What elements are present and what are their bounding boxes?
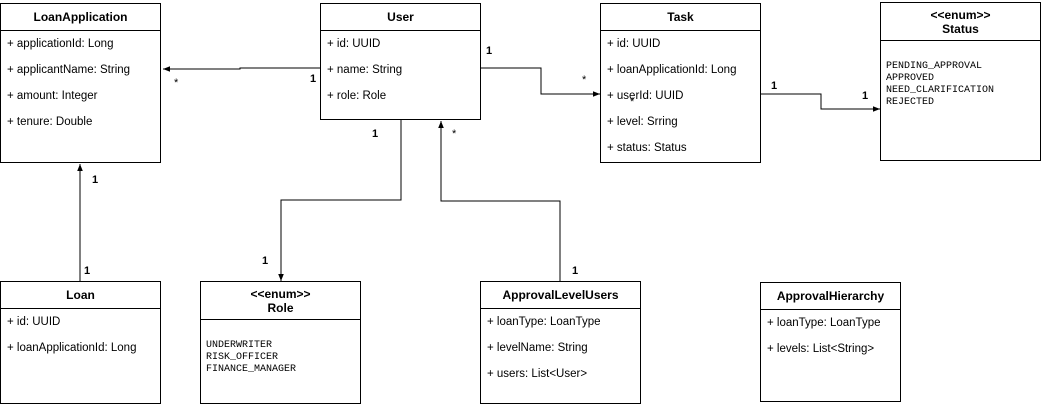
class-loan-attributes: + id: UUID + loanApplicationId: Long [1,309,160,361]
attribute: + id: UUID [607,38,661,50]
class-approvalhierarchy-title: ApprovalHierarchy [776,289,885,303]
class-user-header: User [321,4,480,31]
enum-value: PENDING_APPROVAL [886,61,983,72]
multiplicity-label: 1 [771,80,778,92]
class-user[interactable]: User + id: UUID + name: String + role: R… [320,3,481,120]
enum-value: APPROVED [886,73,935,84]
class-approvallevelusers-attributes: + loanType: LoanType + levelName: String… [481,309,640,387]
class-approvallevelusers[interactable]: ApprovalLevelUsers + loanType: LoanType … [480,281,641,404]
enum-role-values: UNDERWRITER RISK_OFFICER FINANCE_MANAGER [201,320,360,376]
class-approvalhierarchy-header: ApprovalHierarchy [761,283,900,310]
attribute: + levels: List<String> [767,343,875,355]
enum-role-stereotype: <<enum>> [250,286,311,301]
enum-status-header: <<enum>> Status [881,3,1040,41]
class-loan-title: Loan [66,288,95,302]
attribute: + levelName: String [487,342,588,354]
assoc-user-task [480,67,600,97]
multiplicity-label: 1 [84,265,91,277]
attribute: + userId: UUID [607,90,684,102]
attribute: + status: Status [607,142,687,154]
class-loanapplication-title: LoanApplication [33,10,128,24]
attribute: + id: UUID [7,316,61,328]
multiplicity-label: 1 [862,90,869,102]
attribute: + role: Role [327,90,387,102]
attribute: + id: UUID [327,38,381,50]
multiplicity-label: 1 [310,73,317,85]
class-loanapplication[interactable]: LoanApplication + applicationId: Long + … [0,3,161,163]
assoc-task-status [760,93,880,112]
enum-value: RISK_OFFICER [206,352,279,363]
class-loanapplication-header: LoanApplication [1,4,160,31]
class-task-attributes: + id: UUID + loanApplicationId: Long + u… [601,31,760,161]
attribute: + loanApplicationId: Long [7,342,137,354]
multiplicity-label: 1 [372,128,379,140]
enum-value: UNDERWRITER [206,340,273,351]
enum-value: FINANCE_MANAGER [206,364,297,375]
multiplicity-label: 1 [486,45,493,57]
multiplicity-label: * [174,77,179,89]
multiplicity-label: 1 [262,255,269,267]
attribute: + loanType: LoanType [487,316,601,328]
attribute: + loanType: LoanType [767,317,881,329]
multiplicity-label: * [452,128,457,140]
class-task-header: Task [601,4,760,31]
multiplicity-label: * [582,74,587,86]
class-approvallevelusers-header: ApprovalLevelUsers [481,282,640,309]
assoc-approvallevelusers-user [438,121,561,281]
attribute: + applicantName: String [7,64,131,76]
attribute: + level: Srring [607,116,678,128]
attribute: + users: List<User> [487,368,588,380]
multiplicity-label: * [630,96,635,108]
multiplicity-label: 1 [92,174,99,186]
enum-value: REJECTED [886,97,935,108]
attribute: + loanApplicationId: Long [607,64,737,76]
assoc-user-role [278,120,402,281]
attribute: + amount: Integer [7,90,98,102]
class-loan[interactable]: Loan + id: UUID + loanApplicationId: Lon… [0,281,161,404]
attribute: + applicationId: Long [7,38,114,50]
class-loanapplication-attributes: + applicationId: Long + applicantName: S… [1,31,160,135]
enum-status-stereotype: <<enum>> [930,7,991,22]
class-task[interactable]: Task + id: UUID + loanApplicationId: Lon… [600,3,761,163]
enum-role-header: <<enum>> Role [201,282,360,320]
class-approvalhierarchy-attributes: + loanType: LoanType + levels: List<Stri… [761,310,900,362]
class-approvalhierarchy[interactable]: ApprovalHierarchy + loanType: LoanType +… [760,282,901,402]
class-task-title: Task [667,10,694,24]
class-user-title: User [387,10,414,24]
multiplicity-label: 1 [572,265,579,277]
attribute: + tenure: Double [7,116,93,128]
class-approvallevelusers-title: ApprovalLevelUsers [502,288,619,302]
enum-role[interactable]: <<enum>> Role UNDERWRITER RISK_OFFICER F… [200,281,361,404]
class-user-attributes: + id: UUID + name: String + role: Role [321,31,480,109]
enum-value: NEED_CLARIFICATION [886,85,995,96]
enum-status-values: PENDING_APPROVAL APPROVED NEED_CLARIFICA… [881,41,1040,109]
enum-role-title: Role [267,300,294,315]
attribute: + name: String [327,64,403,76]
enum-status-title: Status [942,21,979,36]
class-loan-header: Loan [1,282,160,309]
enum-status[interactable]: <<enum>> Status PENDING_APPROVAL APPROVE… [880,2,1041,161]
assoc-user-loanapplication [163,66,320,72]
